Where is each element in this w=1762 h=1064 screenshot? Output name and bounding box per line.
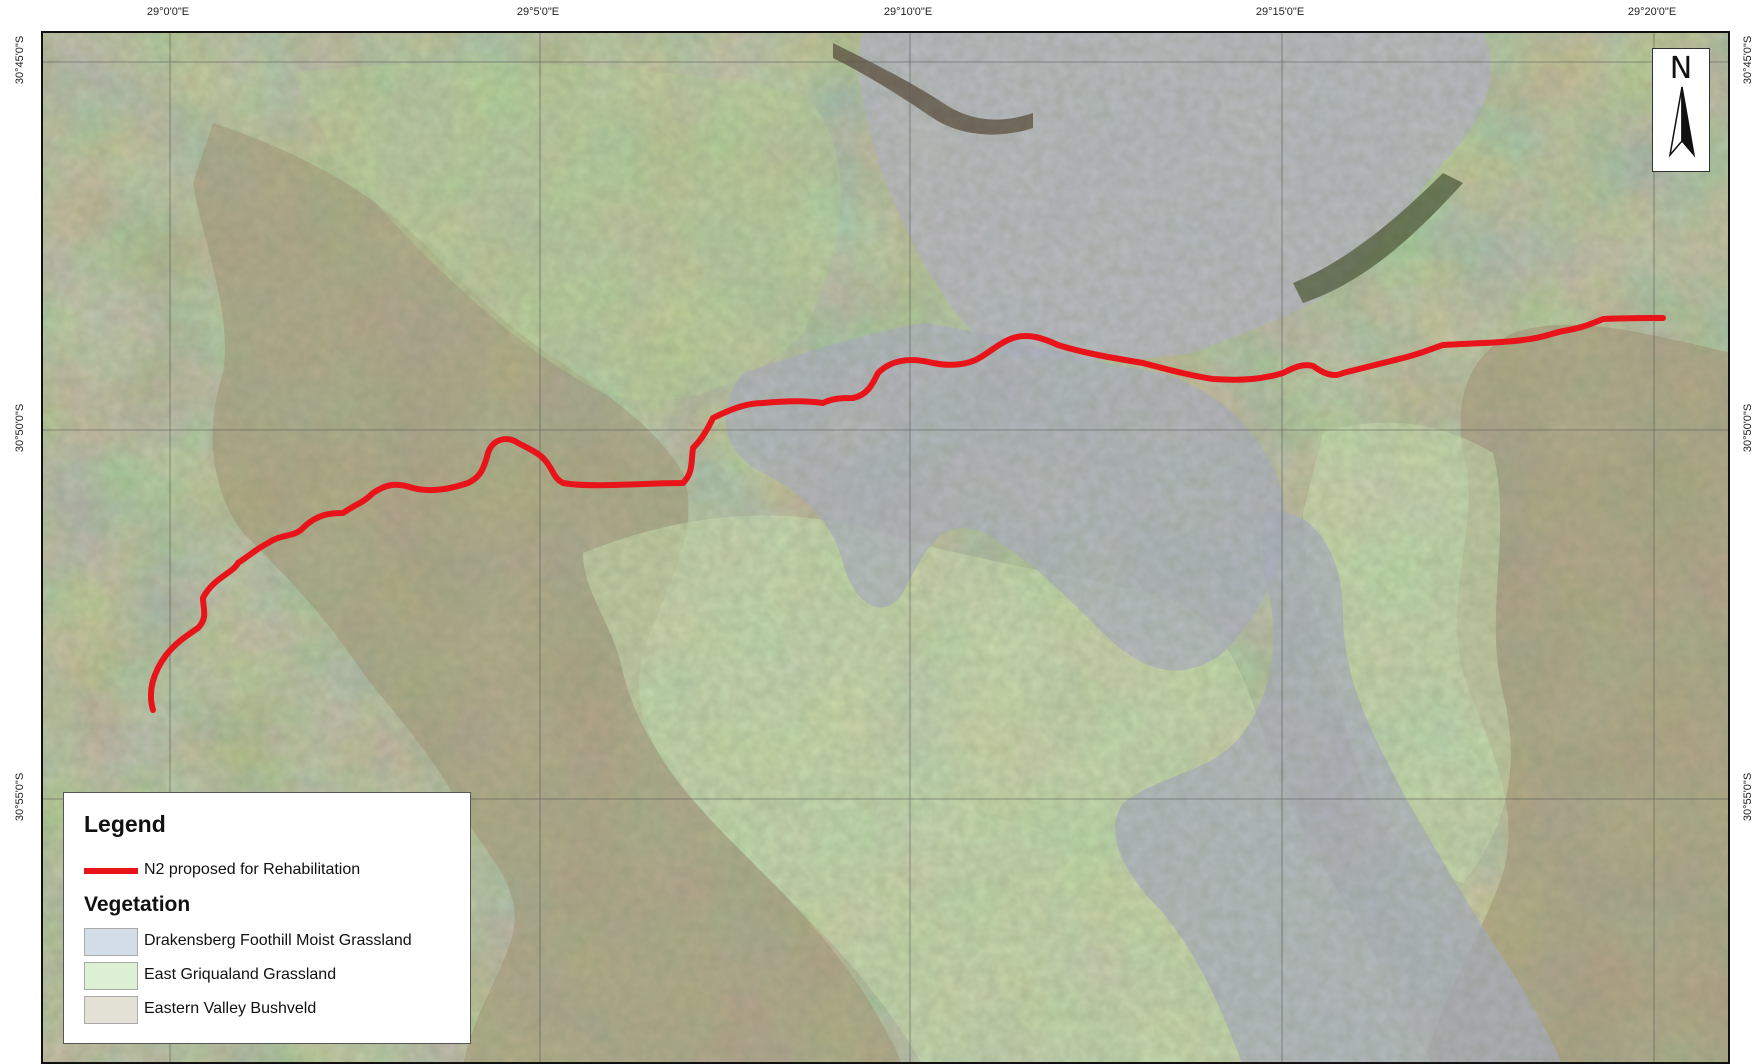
legend-title: Legend <box>84 811 166 837</box>
legend-item-eastern-valley: Eastern Valley Bushveld <box>84 996 464 1024</box>
longitude-label-29-10: 29°10'0"E <box>883 6 933 18</box>
longitude-label-29-20: 29°20'0"E <box>1627 6 1677 18</box>
legend-label-drakensberg: Drakensberg Foothill Moist Grassland <box>144 932 412 949</box>
legend-item-drakensberg: Drakensberg Foothill Moist Grassland <box>84 928 464 956</box>
legend-label-east-griqualand: East Griqualand Grassland <box>144 966 337 983</box>
north-letter: N <box>1669 51 1693 86</box>
legend-item-east-griqualand: East Griqualand Grassland <box>84 962 464 990</box>
legend-swatch-eastern-valley <box>84 996 138 1024</box>
longitude-label-29-5: 29°5'0"E <box>516 6 560 18</box>
legend-vegetation-title: Vegetation <box>84 893 191 916</box>
legend-swatch-east-griqualand <box>84 962 138 990</box>
latitude-label-right-30-55: 30°55'0"S <box>1742 772 1754 822</box>
map-legend: Legend N2 proposed for Rehabilitation Ve… <box>63 792 471 1044</box>
latitude-label-left-30-50: 30°50'0"S <box>14 403 26 453</box>
latitude-label-left-30-55: 30°55'0"S <box>14 772 26 822</box>
longitude-label-29-0: 29°0'0"E <box>146 6 190 18</box>
latitude-label-right-30-45: 30°45'0"S <box>1742 35 1754 85</box>
north-arrow: N <box>1652 48 1710 172</box>
legend-label-eastern-valley: Eastern Valley Bushveld <box>144 1000 317 1017</box>
n2-road-line <box>147 315 1666 713</box>
north-arrow-icon <box>1668 86 1696 158</box>
legend-road-label: N2 proposed for Rehabilitation <box>144 861 361 878</box>
longitude-label-29-15: 29°15'0"E <box>1255 6 1305 18</box>
legend-road-swatch <box>84 868 138 874</box>
legend-swatch-drakensberg <box>84 928 138 956</box>
latitude-label-right-30-50: 30°50'0"S <box>1742 403 1754 453</box>
latitude-label-left-30-45: 30°45'0"S <box>14 35 26 85</box>
